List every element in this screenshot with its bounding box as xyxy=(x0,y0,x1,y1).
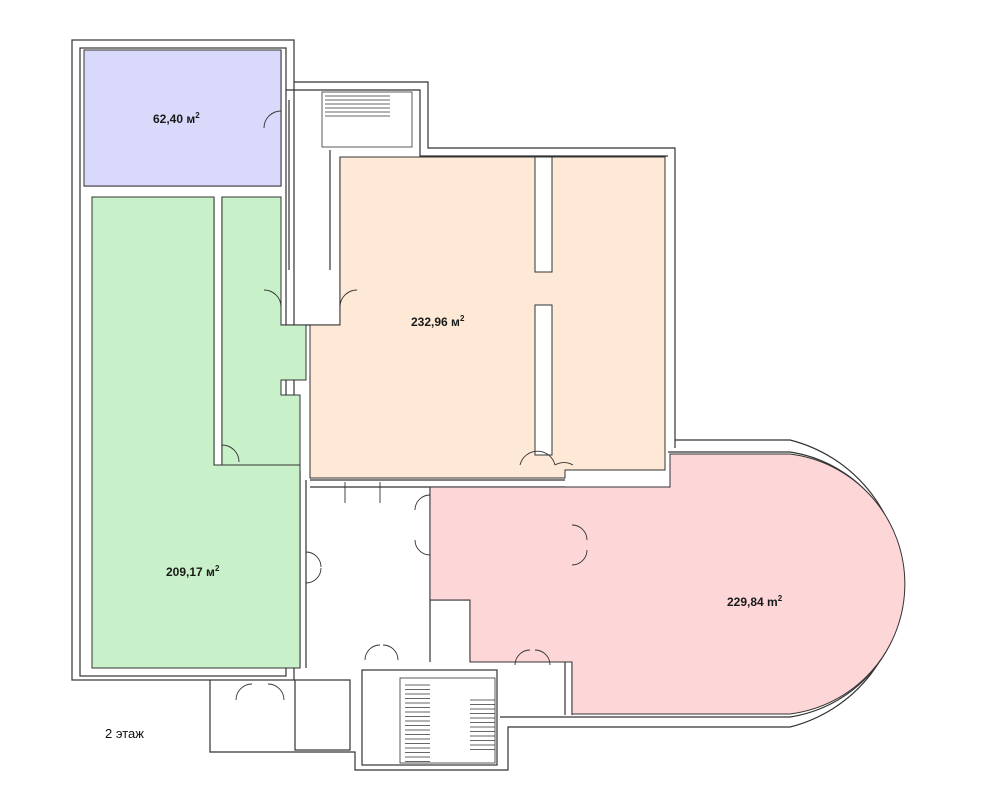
stairs-icon xyxy=(321,91,496,764)
room-2 xyxy=(309,156,666,479)
room-area-label: 209,17 м2 xyxy=(166,564,220,579)
doors xyxy=(221,110,588,701)
room-3-annex xyxy=(221,196,307,466)
room-1 xyxy=(83,49,282,187)
room-area-label: 62,40 м2 xyxy=(153,111,200,126)
floor-label: 2 этаж xyxy=(105,726,144,741)
room-area-label: 232,96 м2 xyxy=(411,314,465,329)
room-area-label: 229,84 m2 xyxy=(727,594,783,609)
room-4 xyxy=(429,453,906,715)
